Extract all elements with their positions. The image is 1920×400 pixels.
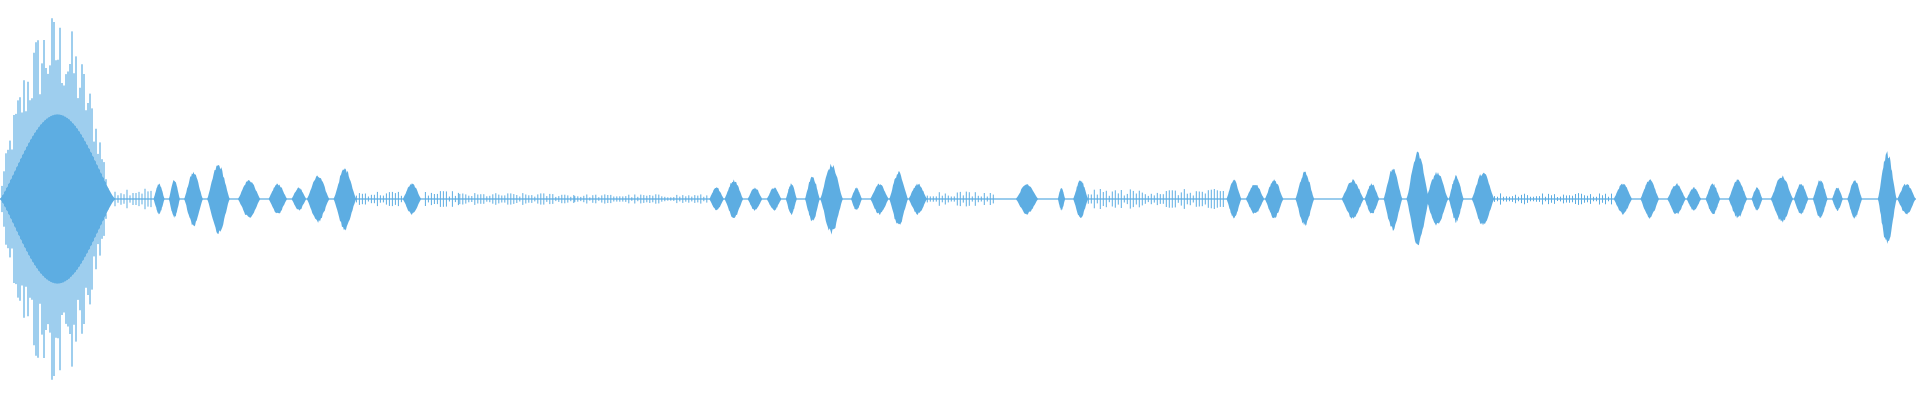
waveform-bump [168, 180, 181, 218]
waveform-bump [1057, 188, 1066, 211]
waveform-bump [153, 183, 165, 215]
waveform-bump [1793, 183, 1809, 215]
waveform-bump [1728, 179, 1748, 219]
waveform-bump [237, 180, 261, 218]
waveform-bump [183, 171, 204, 227]
waveform-bump [1073, 180, 1089, 218]
waveform-bump [1877, 151, 1897, 244]
waveform-bump [402, 183, 422, 215]
waveform-bump [1406, 151, 1430, 246]
waveform-bump [908, 183, 928, 215]
waveform-bump [889, 171, 909, 225]
waveform-bump [1751, 187, 1763, 211]
waveform-bump [1812, 180, 1828, 219]
waveform-bump [1383, 168, 1403, 231]
waveform-bump [804, 176, 820, 222]
waveform-bump [1264, 179, 1284, 219]
waveform-bump [850, 187, 863, 210]
waveform-bump [1686, 187, 1702, 211]
waveform-bump [1613, 183, 1633, 215]
waveform-bump [1226, 179, 1242, 219]
waveform-bump [1705, 183, 1721, 215]
waveform-bump [1295, 171, 1315, 226]
waveform-bump [1640, 179, 1660, 219]
waveform-bump [1364, 183, 1380, 214]
waveform-bump [724, 179, 744, 218]
waveform-bump [1770, 175, 1794, 223]
waveform-bump [708, 187, 725, 211]
waveform-bump [1015, 184, 1039, 215]
waveform-bump [747, 187, 763, 211]
waveform-bump [1425, 171, 1449, 226]
waveform-bump [785, 183, 798, 215]
waveform-bump [1666, 183, 1687, 215]
waveform-bump [1847, 180, 1863, 219]
waveform-bump [766, 187, 782, 211]
waveform-bump [869, 183, 889, 215]
waveform-bump [1896, 183, 1916, 215]
waveform-bars [0, 18, 1916, 380]
waveform-bump [306, 175, 330, 223]
waveform-bump [1245, 185, 1265, 214]
waveform-bump [1471, 172, 1495, 226]
waveform-bump [268, 183, 288, 214]
waveform-bump [1341, 179, 1365, 219]
waveform-bump [820, 163, 843, 235]
waveform-bump [333, 168, 357, 231]
waveform-bump [291, 187, 307, 211]
waveform-bump [206, 165, 230, 235]
waveform-bump [1448, 175, 1464, 223]
waveform-burst-core [0, 114, 115, 284]
waveform-bump [1831, 187, 1844, 211]
